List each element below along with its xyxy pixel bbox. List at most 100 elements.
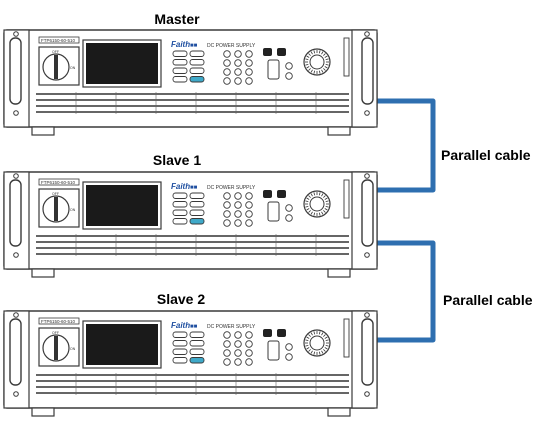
keypad-key[interactable] xyxy=(245,68,253,76)
rack-screw xyxy=(364,110,370,116)
keypad-key[interactable] xyxy=(245,210,253,218)
rotary-knob-center[interactable] xyxy=(309,335,325,351)
knob-grip-tick xyxy=(321,51,324,55)
keypad-key[interactable] xyxy=(234,349,242,357)
keypad-key[interactable] xyxy=(234,340,242,348)
keypad-key[interactable] xyxy=(223,77,231,85)
function-key[interactable] xyxy=(172,331,188,338)
knob-grip-tick xyxy=(313,351,316,355)
knob-grip-tick xyxy=(323,334,326,337)
foot-left xyxy=(31,126,55,136)
function-key[interactable] xyxy=(172,50,188,57)
round-key[interactable] xyxy=(285,204,293,212)
rack-screw xyxy=(364,252,370,258)
keypad-key[interactable] xyxy=(245,340,253,348)
keypad-key[interactable] xyxy=(245,77,253,85)
keypad-key[interactable] xyxy=(234,50,242,58)
knob-grip-tick xyxy=(306,197,310,200)
keypad-key[interactable] xyxy=(234,210,242,218)
function-key[interactable] xyxy=(189,209,205,216)
function-key[interactable] xyxy=(189,67,205,74)
cable-2-path xyxy=(374,240,436,343)
keypad-key[interactable] xyxy=(223,210,231,218)
keypad-key[interactable] xyxy=(223,331,231,339)
nav-key-up[interactable] xyxy=(263,329,272,337)
rotary-knob-center[interactable] xyxy=(309,54,325,70)
nav-key-down[interactable] xyxy=(277,48,286,56)
keypad-key[interactable] xyxy=(245,50,253,58)
keypad-key[interactable] xyxy=(234,331,242,339)
round-key[interactable] xyxy=(285,353,293,361)
keypad-key[interactable] xyxy=(234,219,242,227)
function-key[interactable] xyxy=(189,201,205,208)
function-key[interactable] xyxy=(189,331,205,338)
keypad-key[interactable] xyxy=(223,349,231,357)
knob-grip-tick xyxy=(313,212,316,216)
accent-key[interactable] xyxy=(189,357,205,364)
knob-grip-tick xyxy=(321,350,324,354)
model-label: FTP6150-60-510 xyxy=(41,38,76,43)
keypad-key[interactable] xyxy=(245,201,253,209)
function-key[interactable] xyxy=(172,192,188,199)
function-key[interactable] xyxy=(172,348,188,355)
function-key[interactable] xyxy=(189,192,205,199)
nav-key-down[interactable] xyxy=(277,190,286,198)
round-key[interactable] xyxy=(285,343,293,351)
function-key[interactable] xyxy=(172,218,188,225)
function-key[interactable] xyxy=(189,340,205,347)
function-key[interactable] xyxy=(172,67,188,74)
keypad-key[interactable] xyxy=(245,192,253,200)
keypad-key[interactable] xyxy=(234,68,242,76)
function-key[interactable] xyxy=(172,340,188,347)
knob-grip-tick xyxy=(318,212,321,216)
keypad-key[interactable] xyxy=(223,219,231,227)
keypad-key[interactable] xyxy=(234,77,242,85)
rack-screw xyxy=(13,312,19,318)
round-key[interactable] xyxy=(285,214,293,222)
enter-key[interactable] xyxy=(267,59,280,80)
keypad-key[interactable] xyxy=(245,358,253,366)
keypad-key[interactable] xyxy=(234,192,242,200)
keypad-key[interactable] xyxy=(234,201,242,209)
enter-key[interactable] xyxy=(267,201,280,222)
knob-grip-tick xyxy=(318,351,321,355)
keypad-key[interactable] xyxy=(223,68,231,76)
rotary-knob-center[interactable] xyxy=(309,196,325,212)
keypad-key[interactable] xyxy=(223,340,231,348)
function-key[interactable] xyxy=(172,59,188,66)
keypad-key[interactable] xyxy=(223,201,231,209)
keypad-key[interactable] xyxy=(245,59,253,67)
keypad-key[interactable] xyxy=(223,192,231,200)
function-key[interactable] xyxy=(189,50,205,57)
function-key[interactable] xyxy=(172,357,188,364)
switch-off-label: OFF xyxy=(52,192,59,196)
enter-key[interactable] xyxy=(267,340,280,361)
knob-grip-tick xyxy=(308,349,311,352)
function-key[interactable] xyxy=(189,59,205,66)
keypad-key[interactable] xyxy=(245,331,253,339)
nav-key-up[interactable] xyxy=(263,190,272,198)
keypad-key[interactable] xyxy=(234,358,242,366)
keypad-key[interactable] xyxy=(245,219,253,227)
keypad-key[interactable] xyxy=(223,59,231,67)
accent-key[interactable] xyxy=(189,218,205,225)
keypad-key[interactable] xyxy=(223,358,231,366)
power-switch-lever[interactable] xyxy=(54,336,58,360)
function-key[interactable] xyxy=(172,201,188,208)
power-switch-lever[interactable] xyxy=(54,197,58,221)
nav-key-up[interactable] xyxy=(263,48,272,56)
knob-grip-tick xyxy=(313,192,316,196)
function-key[interactable] xyxy=(189,348,205,355)
accent-key[interactable] xyxy=(189,76,205,83)
power-switch-lever[interactable] xyxy=(54,55,58,79)
round-key[interactable] xyxy=(285,72,293,80)
keypad-key[interactable] xyxy=(223,50,231,58)
keypad-key[interactable] xyxy=(234,59,242,67)
keypad-key[interactable] xyxy=(245,349,253,357)
round-key[interactable] xyxy=(285,62,293,70)
function-key[interactable] xyxy=(172,209,188,216)
function-key[interactable] xyxy=(172,76,188,83)
nav-key-down[interactable] xyxy=(277,329,286,337)
